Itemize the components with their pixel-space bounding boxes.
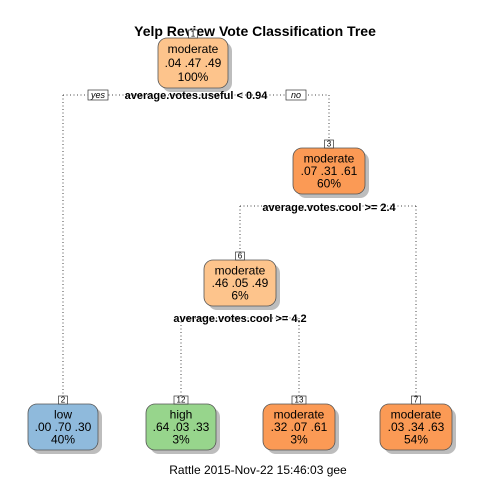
node-percentage: 54% <box>404 433 428 447</box>
node-probabilities: .07 .31 .61 <box>301 164 358 178</box>
node-class-label: moderate <box>304 151 355 165</box>
diagram-title: Yelp Review Vote Classification Tree <box>134 23 376 39</box>
node-probabilities: .00 .70 .30 <box>35 420 92 434</box>
node-class-label: low <box>54 407 72 421</box>
node-number-box <box>324 139 334 149</box>
node-number: 1 <box>191 30 196 39</box>
node-probabilities: .32 .07 .61 <box>271 420 328 434</box>
node-number: 6 <box>238 252 243 261</box>
node-number: 3 <box>327 140 332 149</box>
node-probabilities: .03 .34 .63 <box>388 420 445 434</box>
node-percentage: 60% <box>317 177 341 191</box>
node-class-label: moderate <box>391 407 442 421</box>
tree-node-6: 6 moderate.46 .05 .496% <box>203 251 280 310</box>
node-number-box <box>58 395 68 405</box>
split-condition: average.votes.cool >= 4.2 <box>173 313 306 325</box>
split-condition: average.votes.useful < 0.94 <box>125 90 269 102</box>
split-labels: average.votes.useful < 0.94 average.votes… <box>87 89 397 325</box>
no-label-box <box>285 89 307 101</box>
node-probabilities: .04 .47 .49 <box>165 56 222 70</box>
node-class-label: moderate <box>274 407 325 421</box>
footer-caption: Rattle 2015-Nov-22 15:46:03 gee <box>169 463 347 477</box>
split-condition: average.votes.cool >= 2.4 <box>262 202 396 214</box>
node-percentage: 40% <box>51 433 75 447</box>
node-number-box <box>411 395 421 405</box>
yes-label-box <box>87 89 109 101</box>
node-percentage: 6% <box>231 289 249 303</box>
tree-node-12: 12 high.64 .03 .333% <box>145 395 220 454</box>
node-number: 2 <box>61 396 66 405</box>
node-class-label: high <box>170 407 193 421</box>
tree-node-13: 13 moderate.32 .07 .613% <box>262 395 339 454</box>
node-percentage: 100% <box>178 70 209 84</box>
node-class-label: moderate <box>215 263 266 277</box>
node-number: 7 <box>414 396 419 405</box>
node-number: 12 <box>177 396 186 405</box>
yes-label: yes <box>90 90 106 100</box>
node-class-label: moderate <box>168 42 219 56</box>
node-percentage: 3% <box>172 433 190 447</box>
node-number-box <box>291 395 307 405</box>
node-number-box <box>173 395 189 405</box>
node-probabilities: .46 .05 .49 <box>212 276 269 290</box>
node-number-box <box>235 251 245 261</box>
node-percentage: 3% <box>290 433 308 447</box>
node-number: 13 <box>295 396 304 405</box>
node-probabilities: .64 .03 .33 <box>153 420 210 434</box>
tree-edges <box>62 94 417 396</box>
no-label: no <box>291 90 301 100</box>
node-number-box <box>188 29 198 39</box>
